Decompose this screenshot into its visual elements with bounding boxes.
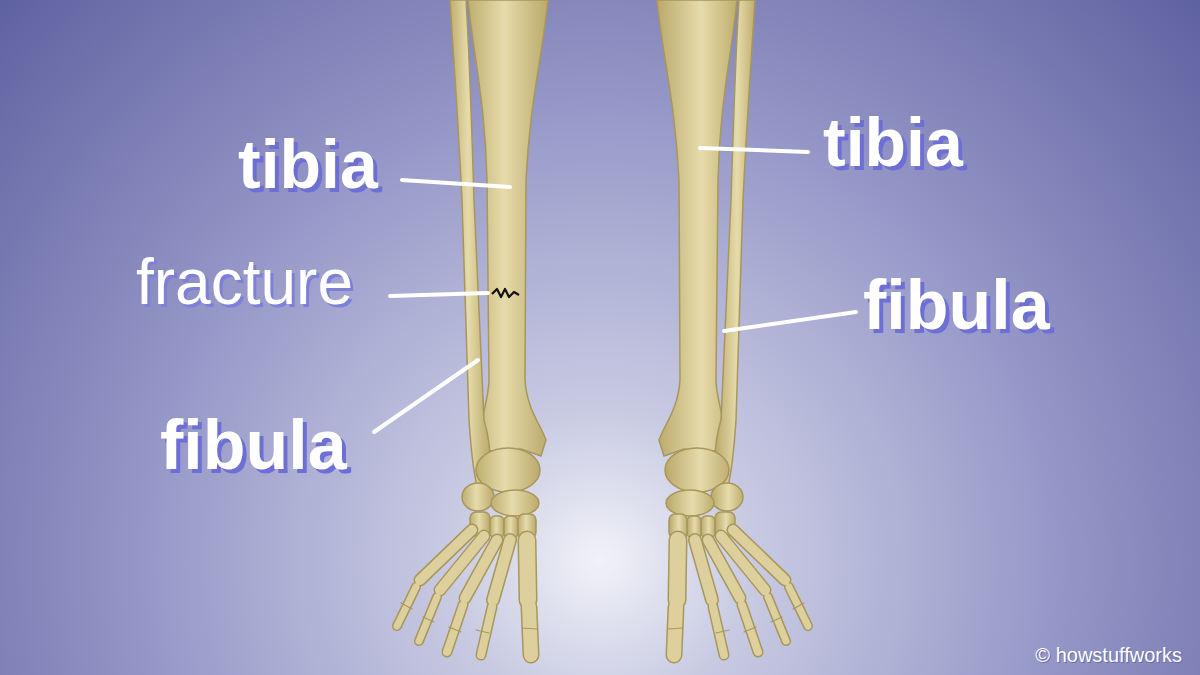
leader-line xyxy=(724,312,856,331)
fracture-mark xyxy=(492,289,519,297)
leader-line xyxy=(374,360,478,432)
leader-line xyxy=(402,180,510,187)
bone-label: fibula xyxy=(160,410,347,480)
leader-line xyxy=(700,148,808,152)
fracture-label: fracture xyxy=(136,250,353,314)
bone-label: tibia xyxy=(823,108,963,176)
leader-line xyxy=(390,293,488,296)
bone-label: tibia xyxy=(238,130,378,198)
bone-label: fibula xyxy=(863,270,1050,340)
watermark: © howstuffworks xyxy=(1035,645,1182,665)
right-leg xyxy=(657,0,808,655)
leader-lines xyxy=(374,148,856,432)
left-leg xyxy=(397,0,548,655)
